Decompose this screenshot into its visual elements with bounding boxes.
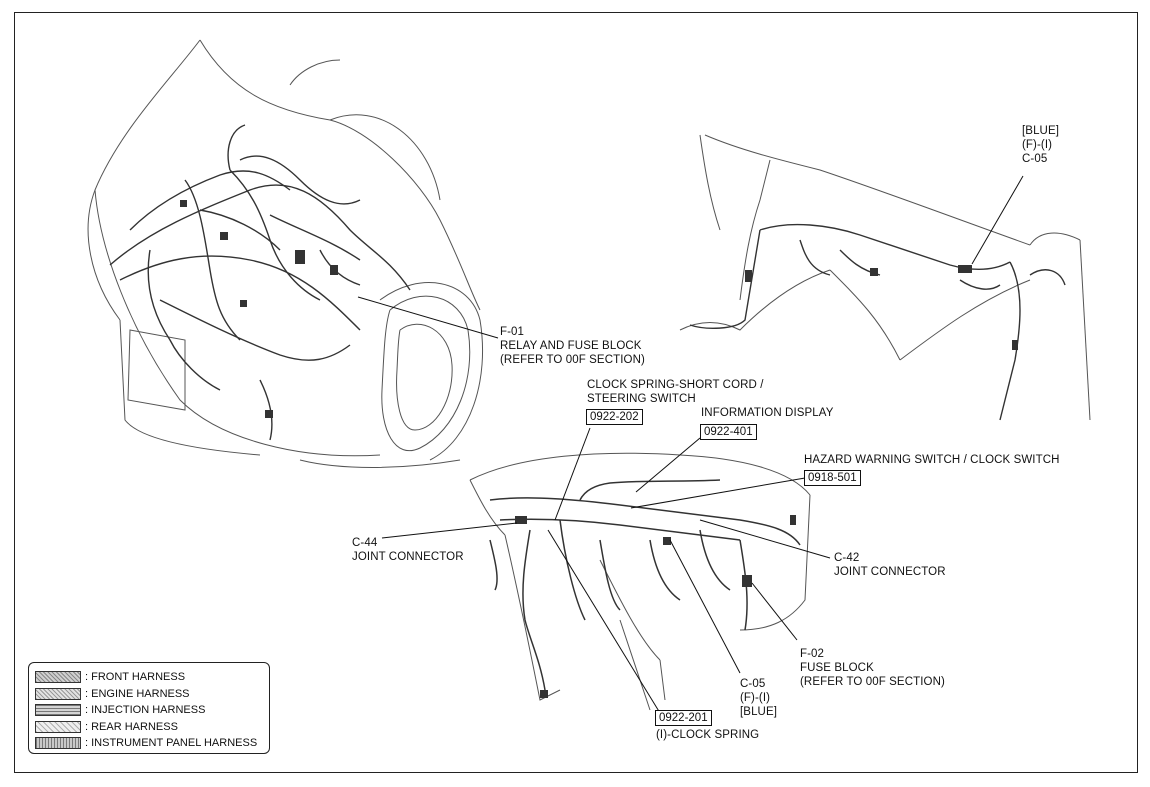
legend-label-rear: : REAR HARNESS [85, 720, 178, 733]
dashboard-rear-harness [689, 223, 1066, 421]
label-f01-line-2: RELAY AND FUSE BLOCK [500, 340, 642, 352]
code-box-0922-401: 0922-401 [700, 424, 757, 440]
label-f01: F-01 RELAY AND FUSE BLOCK (REFER TO 00F … [500, 325, 645, 367]
label-c44: C-44 JOINT CONNECTOR [352, 536, 464, 564]
legend-item-engine-harness: : ENGINE HARNESS [35, 686, 269, 703]
legend-label-front: : FRONT HARNESS [85, 671, 186, 684]
legend-label-engine: : ENGINE HARNESS [85, 687, 190, 700]
code-box-0922-202: 0922-202 [586, 409, 643, 425]
legend-label-injection: : INJECTION HARNESS [85, 704, 206, 717]
instrument-panel-connectors [515, 515, 796, 698]
engine-connectors [180, 200, 338, 418]
label-information-display: INFORMATION DISPLAY [701, 407, 834, 419]
legend-swatch-rear [35, 720, 81, 733]
label-c42-line-2: JOINT CONNECTOR [834, 566, 946, 578]
label-c42: C-42 JOINT CONNECTOR [834, 551, 946, 579]
label-c42-line-1: C-42 [834, 552, 860, 564]
legend-swatch-engine [35, 687, 81, 700]
legend-item-injection-harness: : INJECTION HARNESS [35, 702, 269, 719]
code-box-0922-201: 0922-201 [655, 710, 712, 726]
label-c05-top-line-3: C-05 [1022, 153, 1048, 165]
legend-item-instrument-panel-harness: : INSTRUMENT PANEL HARNESS [35, 735, 269, 752]
code-box-0918-501: 0918-501 [804, 470, 861, 486]
label-c05-top-line-2: (F)-(I) [1022, 139, 1053, 151]
label-clock-spring: (I)-CLOCK SPRING [656, 729, 760, 741]
label-f02-line-1: F-02 [800, 648, 825, 660]
label-f02-line-3: (REFER TO 00F SECTION) [800, 676, 945, 688]
label-f02: F-02 FUSE BLOCK (REFER TO 00F SECTION) [800, 647, 945, 689]
dashboard-rear-connectors [745, 265, 1018, 350]
label-clock-spring-short-line-2: STEERING SWITCH [587, 393, 696, 405]
label-c44-line-2: JOINT CONNECTOR [352, 551, 464, 563]
legend-swatch-front [35, 671, 81, 684]
harness-legend: : FRONT HARNESS : ENGINE HARNESS : INJEC… [28, 662, 270, 754]
leader-lines [357, 175, 1024, 714]
label-f01-line-1: F-01 [500, 326, 525, 338]
label-c05-bottom-line-3: [BLUE] [740, 706, 778, 718]
instrument-panel-harness [489, 479, 801, 691]
legend-swatch-instrument-panel [35, 737, 81, 750]
label-c44-line-1: C-44 [352, 537, 378, 549]
diagram-frame [14, 12, 1138, 773]
legend-item-front-harness: : FRONT HARNESS [35, 669, 269, 686]
legend-swatch-injection [35, 704, 81, 717]
label-c05-bottom-line-1: C-05 [740, 678, 766, 690]
label-clock-spring-short-cord: CLOCK SPRING-SHORT CORD / STEERING SWITC… [587, 378, 764, 406]
engine-harness-art [109, 124, 411, 441]
label-f02-line-2: FUSE BLOCK [800, 662, 874, 674]
label-f01-line-3: (REFER TO 00F SECTION) [500, 354, 645, 366]
legend-item-rear-harness: : REAR HARNESS [35, 719, 269, 736]
label-clock-spring-short-line-1: CLOCK SPRING-SHORT CORD / [587, 379, 764, 391]
legend-label-instrument-panel: : INSTRUMENT PANEL HARNESS [85, 737, 258, 750]
label-hazard-warning-switch: HAZARD WARNING SWITCH / CLOCK SWITCH [804, 454, 1060, 466]
label-c05-top: [BLUE] (F)-(I) C-05 [1022, 124, 1059, 166]
label-c05-top-line-1: [BLUE] [1022, 125, 1060, 137]
instrument-panel-outline [469, 452, 811, 711]
dashboard-rear-view-art [679, 134, 1091, 421]
label-c05-bottom: C-05 (F)-(I) [BLUE] [740, 677, 777, 719]
car-body-outline [87, 39, 484, 468]
label-c05-bottom-line-2: (F)-(I) [740, 692, 771, 704]
